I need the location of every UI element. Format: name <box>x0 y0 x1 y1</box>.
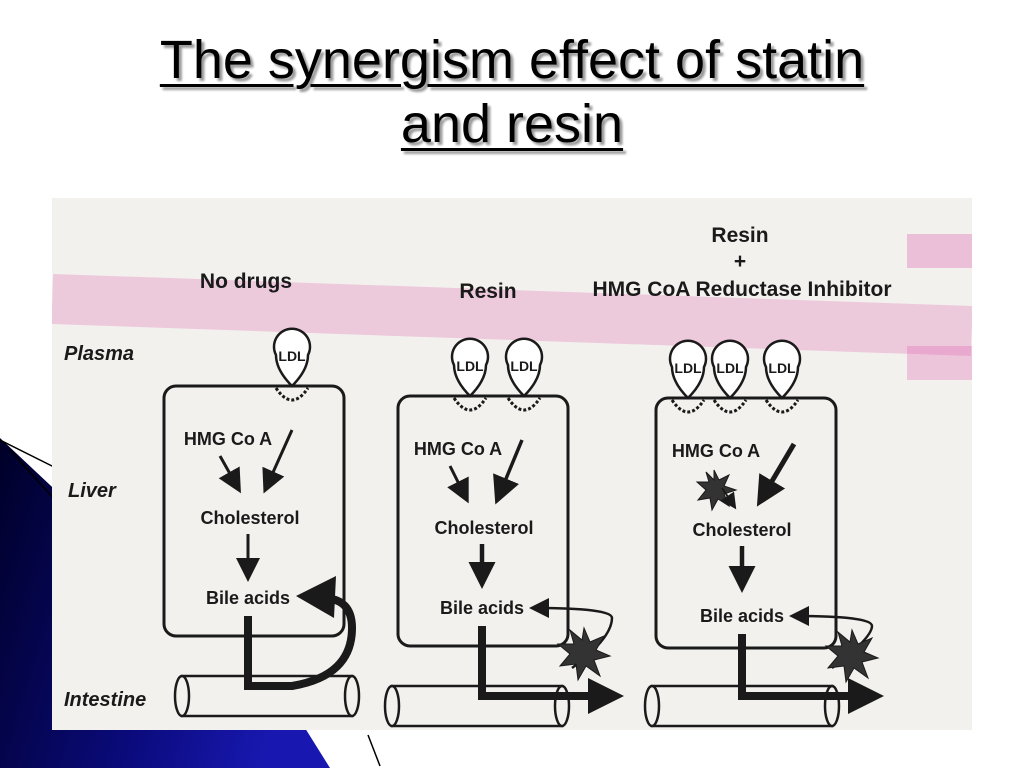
intestine-tube-end <box>343 674 361 718</box>
cholesterol-label: Cholesterol <box>200 508 299 528</box>
panel-heading: Resin <box>459 280 516 303</box>
liver-cell-box <box>162 384 346 638</box>
highlighter-mark <box>907 234 972 268</box>
arrow-ldl-to-cholesterol <box>756 442 797 507</box>
ldl-label: LDL <box>768 360 796 376</box>
arrow-hmg-to-cholesterol <box>720 487 737 510</box>
excretion-arrowhead <box>588 678 624 714</box>
panel-heading-line-3: HMG CoA Reductase Inhibitor <box>592 278 891 301</box>
bile-acids-label: Bile acids <box>440 598 524 618</box>
ldl-receptor <box>712 399 748 414</box>
ldl-label: LDL <box>716 360 744 376</box>
resin-burst-icon <box>824 628 880 684</box>
ldl-receptor <box>506 397 542 412</box>
arrow-hmg-to-cholesterol <box>447 465 469 504</box>
scanned-figure: Plasma Liver Intestine No drugs LDL HMG … <box>51 198 973 730</box>
ldl-receptor <box>764 399 800 414</box>
panel-heading: No drugs <box>200 270 292 293</box>
row-label-intestine: Intestine <box>64 689 146 711</box>
panel-heading-line-1: Resin <box>711 224 768 247</box>
wedge-line <box>367 734 381 767</box>
bile-acids-label: Bile acids <box>700 606 784 626</box>
panel-no-drugs: No drugs LDL HMG Co A Cholesterol Bile a… <box>162 270 361 718</box>
ldl-label: LDL <box>674 360 702 376</box>
highlighter-mark <box>907 346 972 380</box>
wedge-line <box>9 449 56 501</box>
ldl-particle <box>450 337 490 398</box>
panel-resin-plus-inhibitor: Resin + HMG CoA Reductase Inhibitor LDL … <box>592 224 892 728</box>
row-label-liver: Liver <box>68 480 117 502</box>
cholesterol-label: Cholesterol <box>692 520 791 540</box>
arrow-hmg-to-cholesterol <box>218 455 241 494</box>
wedge-line <box>0 439 61 471</box>
hmg-coa-label: HMG Co A <box>184 429 272 449</box>
highlighter-band <box>51 273 973 357</box>
hmg-coa-label: HMG Co A <box>672 441 760 461</box>
resin-burst-icon <box>556 626 612 682</box>
title-line-2: and resin <box>400 94 624 154</box>
cholesterol-label: Cholesterol <box>434 518 533 538</box>
bile-acids-label: Bile acids <box>206 588 290 608</box>
title-line-1: The synergism effect of statin <box>159 30 865 90</box>
panel-heading-line-2: + <box>734 250 746 273</box>
excretion-arrowhead <box>848 678 884 714</box>
intestine-tube-end <box>173 674 191 718</box>
ldl-particle <box>710 339 750 400</box>
ldl-receptor <box>274 387 310 402</box>
ldl-receptor <box>670 399 706 414</box>
hmg-coa-label: HMG Co A <box>414 439 502 459</box>
ldl-label: LDL <box>278 348 306 364</box>
intestine-tube-end <box>643 684 661 728</box>
ldl-label: LDL <box>510 358 538 374</box>
ldl-receptor <box>452 397 488 412</box>
ldl-particle <box>762 339 802 400</box>
ldl-particle <box>272 327 312 388</box>
bile-to-intestine-path <box>738 634 802 700</box>
bile-to-intestine-path <box>244 594 357 690</box>
synergism-diagram: Plasma Liver Intestine No drugs LDL HMG … <box>51 198 973 730</box>
ldl-particle <box>668 339 708 400</box>
bile-to-intestine-path <box>478 626 542 700</box>
panel-resin: Resin LDL LDL HMG Co A Cholesterol Bile … <box>383 280 624 728</box>
arrow-ldl-to-cholesterol <box>493 439 524 505</box>
arrow-ldl-to-cholesterol <box>262 429 294 494</box>
ldl-label: LDL <box>456 358 484 374</box>
intestine-tube-end <box>383 684 401 728</box>
row-label-plasma: Plasma <box>64 343 134 365</box>
recycle-arrowhead <box>296 576 336 618</box>
ldl-particle <box>504 337 544 398</box>
slide-title: The synergism effect of statin and resin <box>0 28 1024 156</box>
